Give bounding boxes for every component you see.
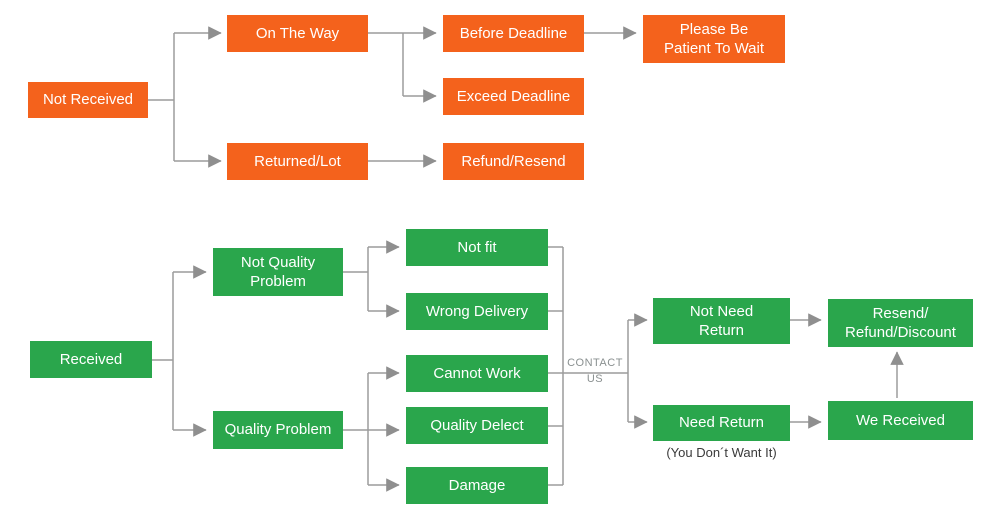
node-we-received: We Received [828,401,973,440]
node-returned-lot: Returned/Lot [227,143,368,180]
node-exceed-deadline: Exceed Deadline [443,78,584,115]
node-not-need-return: Not Need Return [653,298,790,344]
contact-us-label: CONTACT US [567,357,623,385]
node-damage: Damage [406,467,548,504]
node-quality-problem: Quality Problem [213,411,343,449]
node-not-received: Not Received [28,82,148,118]
node-on-the-way: On The Way [227,15,368,52]
node-resend-refund-discount: Resend/ Refund/Discount [828,299,973,347]
node-please-be-patient: Please Be Patient To Wait [643,15,785,63]
node-quality-delect: Quality Delect [406,407,548,444]
node-received: Received [30,341,152,378]
node-refund-resend: Refund/Resend [443,143,584,180]
node-before-deadline: Before Deadline [443,15,584,52]
node-need-return: Need Return [653,405,790,441]
need-return-note: (You Don´t Want It) [666,445,777,460]
node-not-quality-problem: Not Quality Problem [213,248,343,296]
node-cannot-work: Cannot Work [406,355,548,392]
node-wrong-delivery: Wrong Delivery [406,293,548,330]
node-not-fit: Not fit [406,229,548,266]
